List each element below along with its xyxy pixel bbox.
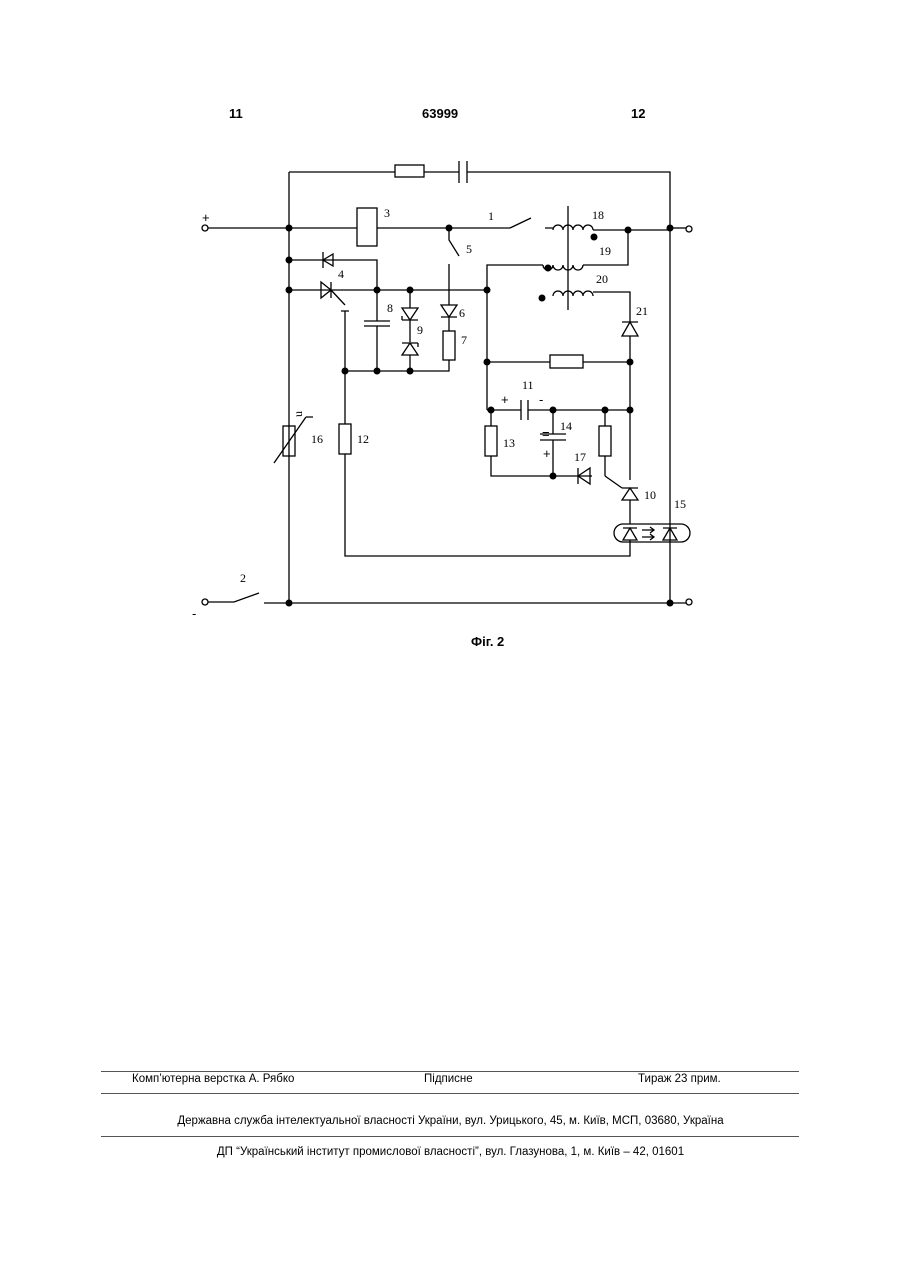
footer-layout-credit: Комп’ютерна верстка А. Рябко	[132, 1073, 294, 1085]
label-12: 12	[357, 432, 369, 446]
junctions	[286, 225, 673, 606]
switch-5-branch	[345, 228, 459, 371]
resistor-7	[443, 331, 455, 360]
footer-service-address: Державна служба інтелектуальної власност…	[0, 1115, 901, 1127]
label-13: 13	[503, 436, 515, 450]
label-15: 15	[674, 497, 686, 511]
winding-18	[553, 225, 670, 230]
footer-signed: Підписне	[424, 1073, 473, 1085]
footer-institute-address: ДП “Український інститут промислової вла…	[0, 1146, 901, 1158]
label-9: 9	[417, 323, 423, 337]
label-2: 2	[240, 571, 246, 585]
label-8: 8	[387, 301, 393, 315]
figure-caption: Фіг. 2	[471, 634, 504, 649]
label-17: 17	[574, 450, 586, 464]
winding-20	[553, 291, 630, 322]
circuit-diagram: + - + - = + u 1 2 3 4 5 6 7 8 9 10 11 12…	[0, 0, 901, 680]
negative-line	[202, 593, 692, 605]
footer-divider-middle	[101, 1093, 799, 1094]
label-4: 4	[338, 267, 344, 281]
cap11-minus-sign: -	[539, 392, 543, 407]
top-bypass-line	[289, 161, 670, 228]
left-rail	[289, 172, 487, 603]
diode-21	[622, 322, 638, 336]
relay-3	[357, 208, 377, 246]
zener-9b	[402, 343, 418, 355]
varistor-16	[274, 417, 313, 463]
footer-circulation: Тираж 23 прим.	[638, 1073, 721, 1085]
cap14-marks: =	[542, 426, 550, 441]
resistor-13	[485, 426, 497, 456]
cap11-plus-sign: +	[501, 392, 509, 407]
thyristor-10	[622, 488, 638, 524]
winding-19	[543, 230, 628, 270]
label-16: 16	[311, 432, 323, 446]
resistor-series	[550, 355, 583, 368]
label-5: 5	[466, 242, 472, 256]
footer-divider-top	[101, 1071, 799, 1072]
varistor-mark: u	[291, 411, 305, 417]
label-3: 3	[384, 206, 390, 220]
optocoupler-15	[614, 524, 690, 542]
zener-9a	[402, 308, 418, 320]
control-block	[485, 290, 638, 524]
cap14-plus-sign: +	[543, 446, 551, 461]
positive-input-line	[202, 208, 553, 246]
label-20: 20	[596, 272, 608, 286]
diode-6	[441, 305, 457, 317]
label-14: 14	[560, 419, 572, 433]
plus-sign: +	[202, 210, 210, 225]
thyristor-4	[321, 282, 345, 305]
label-6: 6	[459, 306, 465, 320]
label-1: 1	[488, 209, 494, 223]
resistor-12	[339, 424, 351, 454]
footer-divider-bottom	[101, 1136, 799, 1137]
label-21: 21	[636, 304, 648, 318]
resistor-right	[599, 426, 611, 456]
minus-sign: -	[192, 606, 196, 621]
label-11: 11	[522, 378, 534, 392]
label-19: 19	[599, 244, 611, 258]
label-10: 10	[644, 488, 656, 502]
label-7: 7	[461, 333, 467, 347]
label-18: 18	[592, 208, 604, 222]
